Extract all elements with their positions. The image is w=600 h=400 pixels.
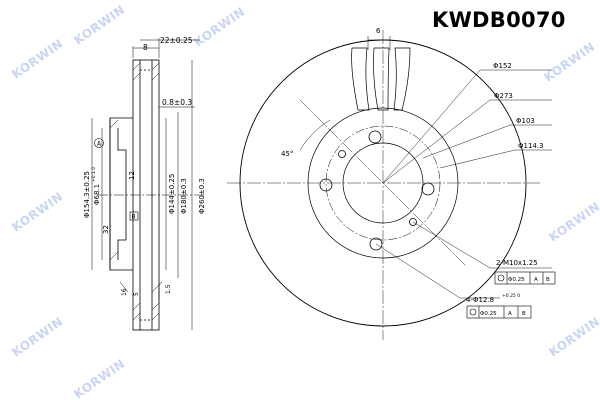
dim-diam-144: Φ144±0.25 (168, 174, 176, 214)
side-section-view (91, 38, 205, 331)
dim-diam-260: Φ260±0.3 (198, 178, 206, 214)
dim-dia-103: Φ103 (516, 117, 535, 125)
bolt-hole (319, 178, 333, 192)
tolerance-frame-2 (466, 305, 532, 319)
datum-b-label: B (132, 214, 136, 221)
thread-hole (338, 150, 346, 158)
bolt-hole (368, 130, 382, 144)
dim-diam-154: Φ154.3±0.25 (83, 171, 91, 218)
datum-a-marker (94, 138, 104, 148)
part-number: KWDB0070 (432, 8, 566, 32)
dim-diam-180: Φ180±0.3 (180, 178, 188, 214)
bolt-hole (369, 237, 383, 251)
dim-small-16: 16 (121, 288, 128, 296)
tol-ref-b: B (546, 277, 550, 283)
dim-diam-68: Φ68.1 (93, 184, 101, 205)
datum-a-label: A (97, 141, 102, 148)
dim-holes: 4-Φ12.8 (466, 296, 494, 304)
dim-holes-tol: +0.25 0 (502, 293, 520, 299)
tolerance-frame-1 (494, 271, 556, 285)
dim-dia-152: Φ152 (493, 62, 512, 70)
dim-width-total: 22±0.25 (160, 36, 193, 45)
dim-depth-32: 32 (102, 225, 110, 234)
dim-small-15: 1.5 (165, 284, 172, 294)
tol-ref-b2: B (522, 311, 526, 317)
tol-value-2: Φ0.25 (480, 311, 497, 317)
dim-thread: 2-M10x1.25 (496, 259, 538, 267)
dim-runout: 0.8±0.3 (162, 98, 192, 107)
datum-b-marker (129, 211, 139, 221)
tol-ref-a: A (534, 277, 538, 283)
bolt-hole (421, 182, 435, 196)
tol-ref-a2: A (508, 311, 512, 317)
dim-dia-1143: Φ114.3 (518, 142, 544, 150)
front-view (227, 30, 556, 340)
dim-depth-12: 12 (128, 171, 136, 180)
dim-disc-thickness: 8 (143, 43, 148, 52)
dim-top-6: 6 (376, 27, 381, 35)
thread-hole (409, 218, 417, 226)
dim-small-5: 5 (133, 292, 140, 296)
tol-value-1: Φ0.25 (508, 277, 525, 283)
dim-angle-45: 45° (281, 150, 293, 158)
dim-dia-273: Φ273 (494, 92, 513, 100)
dim-diam-68-tol: +0.1 0 (91, 167, 97, 182)
